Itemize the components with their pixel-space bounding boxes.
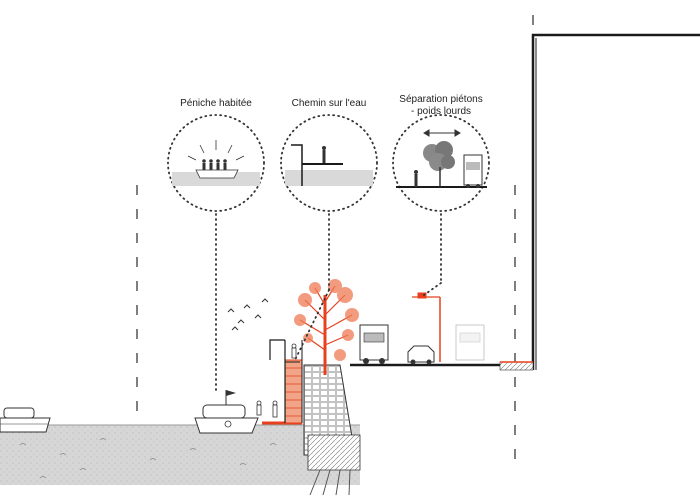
double-arrow-icon [423,129,461,137]
river-water [0,424,360,485]
boat-icon [0,407,51,433]
car-icon [407,345,435,365]
truck-icon [455,324,485,361]
building-outline [531,33,700,370]
dashed-guide-lines [136,15,534,470]
callout-title-peniche: Péniche habitée [180,98,252,109]
callout-title-separation: Séparation piétons - poids lourds [381,94,501,118]
person-icon [256,400,278,418]
tree-icon [294,279,359,375]
callout-leader-lines [215,213,442,394]
callout-circle-peniche [167,114,265,212]
truck-icon [359,324,389,364]
callout-title-chemin: Chemin sur l'eau [291,98,367,109]
tree-icon [423,141,455,187]
bird-icon [227,298,269,331]
quay-wall [303,364,361,496]
streetlight-icon [412,292,441,362]
callout-title-separation-line2: - poids lourds [410,106,472,117]
street-level [350,361,534,371]
boat-icon [194,390,259,434]
truck-icon [463,154,483,188]
pontoon-walkway [262,339,303,425]
person-icon [291,343,297,359]
callout-circle-separation [392,114,490,212]
callout-circle-chemin [280,114,378,212]
callout-title-separation-line1: Séparation piétons [399,94,483,105]
